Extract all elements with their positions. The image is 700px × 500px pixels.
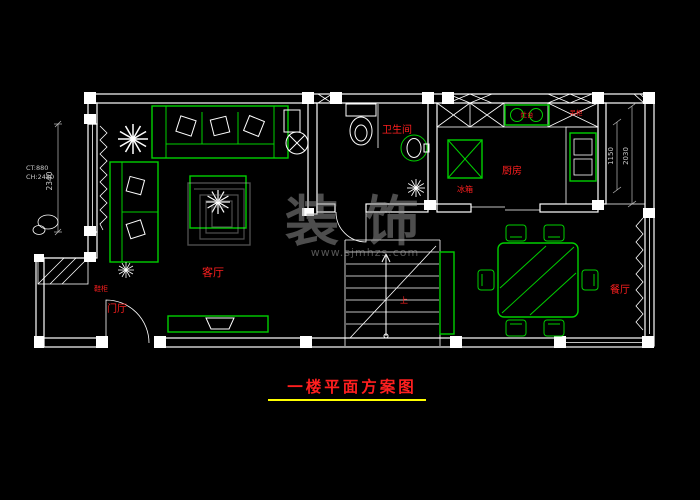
stove: [504, 104, 550, 126]
living-room-furniture: [109, 105, 309, 333]
label-stairs-up: 上: [400, 296, 408, 305]
left-window-curtain: [99, 125, 108, 231]
dim-right-height: 2030: [622, 147, 630, 165]
watermark-logo: [187, 182, 251, 246]
wall-columns: [34, 92, 655, 348]
side-table: [283, 109, 301, 133]
sofa-side: [109, 161, 159, 263]
fridge: [447, 139, 483, 179]
detail-symbol: [37, 214, 59, 230]
dimension-annotations: 2340 CT:880 CH:2480 1150 2030: [26, 102, 637, 236]
washbasin: [400, 134, 430, 162]
doors: [105, 206, 540, 344]
tv: [205, 317, 235, 330]
dining-set: [477, 224, 599, 337]
kitchen-fittings: [436, 102, 599, 205]
plant-icon: [117, 123, 149, 155]
sink-unit: [569, 132, 597, 182]
label-shoe-cabinet: 鞋柜: [94, 284, 108, 293]
label-wall-cabinet: 吊柜: [570, 108, 584, 117]
wall-hatching: [317, 93, 655, 104]
stair-up-arrow: [381, 253, 391, 339]
room-labels: 卫生间 厨房 冰箱 客厅 门厅 餐厅 鞋柜 灶台 吊柜 上: [94, 108, 630, 315]
coffee-table: [189, 175, 247, 229]
window-note-2: CH:2480: [26, 173, 54, 181]
watermark: 装饰 www.sjmhzs.com: [187, 182, 445, 259]
curtains: [99, 125, 644, 331]
sofa-main: [151, 105, 289, 159]
watermark-url: www.sjmhzs.com: [311, 246, 419, 259]
title-block: 一楼平面方案图: [268, 377, 426, 401]
bathroom-door-swing: [335, 211, 367, 243]
detail-symbol: [32, 225, 46, 235]
label-living-room: 客厅: [202, 265, 224, 279]
watermark-brand: 装饰: [285, 190, 445, 253]
label-fridge: 冰箱: [457, 184, 473, 194]
stair-break-line: [349, 245, 437, 339]
drawing-title: 一楼平面方案图: [287, 377, 417, 396]
tv-cabinet: [167, 315, 269, 333]
right-window-curtain: [635, 217, 644, 331]
label-bathroom: 卫生间: [382, 123, 412, 136]
toilet: [345, 103, 377, 146]
plant-icon: [205, 189, 231, 215]
stair-railing: [439, 251, 455, 335]
watermark-logo-spiral: [194, 188, 245, 240]
label-kitchen: 厨房: [502, 164, 522, 177]
label-stove: 灶台: [521, 110, 534, 119]
ceiling-lamp: [285, 131, 309, 155]
label-entry-hall: 门厅: [107, 302, 127, 315]
label-dining-room: 餐厅: [610, 283, 630, 296]
bathroom-fittings: [345, 103, 430, 198]
staircase: [344, 239, 455, 346]
entry-door-swing: [105, 299, 150, 344]
plant-icon: [117, 261, 135, 279]
dim-left-height: 2340: [45, 171, 54, 190]
window-note-1: CT:880: [26, 164, 48, 172]
dim-right-width: 1150: [607, 147, 615, 165]
